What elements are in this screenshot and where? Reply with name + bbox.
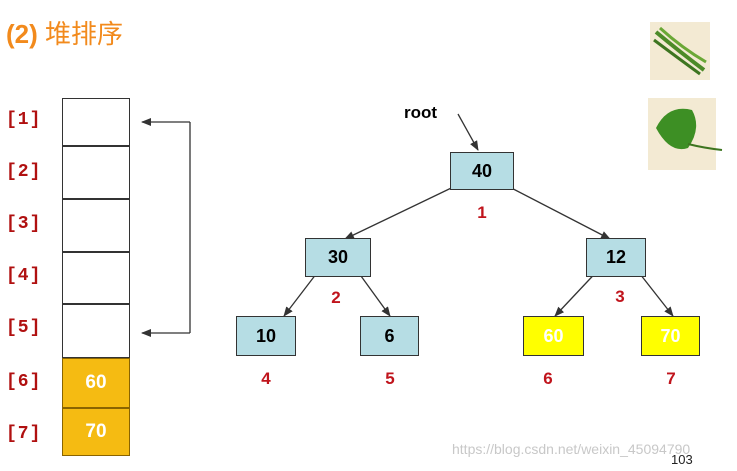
tree-node-6: 60 <box>523 316 584 356</box>
watermark-text: https://blog.csdn.net/weixin_45094790 <box>452 441 691 457</box>
array-cell-7: 70 <box>62 408 130 456</box>
array-index-label: [5] <box>6 318 42 338</box>
edge-40-30 <box>344 178 471 240</box>
node-index-label: 2 <box>331 288 341 307</box>
node-index-label: 4 <box>261 369 271 388</box>
array-cell-5 <box>62 304 130 358</box>
node-index-label: 6 <box>543 369 553 388</box>
array-cell-4 <box>62 252 130 304</box>
tree-node-5: 6 <box>360 316 419 356</box>
grass-leaf-image <box>650 22 710 80</box>
title-text: 堆排序 <box>45 19 124 49</box>
array-index-label: [2] <box>6 162 42 182</box>
node-index-label: 7 <box>666 369 676 388</box>
array-index-label: [7] <box>6 424 42 444</box>
array-index-label: [1] <box>6 110 42 130</box>
page-number: 103 <box>671 452 693 467</box>
tree-node-3: 12 <box>586 238 646 277</box>
root-label: root <box>404 103 438 122</box>
root-arrow <box>457 113 479 151</box>
title-number: (2) <box>6 19 38 49</box>
array-index-label: [6] <box>6 372 42 392</box>
node-index-label: 3 <box>615 287 625 306</box>
node-index-label: 1 <box>477 203 487 222</box>
node-index-label: 5 <box>385 369 395 388</box>
array-index-label: [3] <box>6 214 42 234</box>
tree-node-7: 70 <box>641 316 700 356</box>
array-cell-3 <box>62 199 130 252</box>
tree-node-2: 30 <box>305 238 371 277</box>
array-index-label: [4] <box>6 266 42 286</box>
ginkgo-leaf-image <box>648 98 723 170</box>
slide-title: (2) 堆排序 <box>6 14 123 51</box>
tree-node-1: 40 <box>450 152 514 190</box>
array-cell-2 <box>62 146 130 199</box>
tree-node-4: 10 <box>236 316 296 356</box>
array-cell-1 <box>62 98 130 146</box>
array-cell-6: 60 <box>62 358 130 408</box>
